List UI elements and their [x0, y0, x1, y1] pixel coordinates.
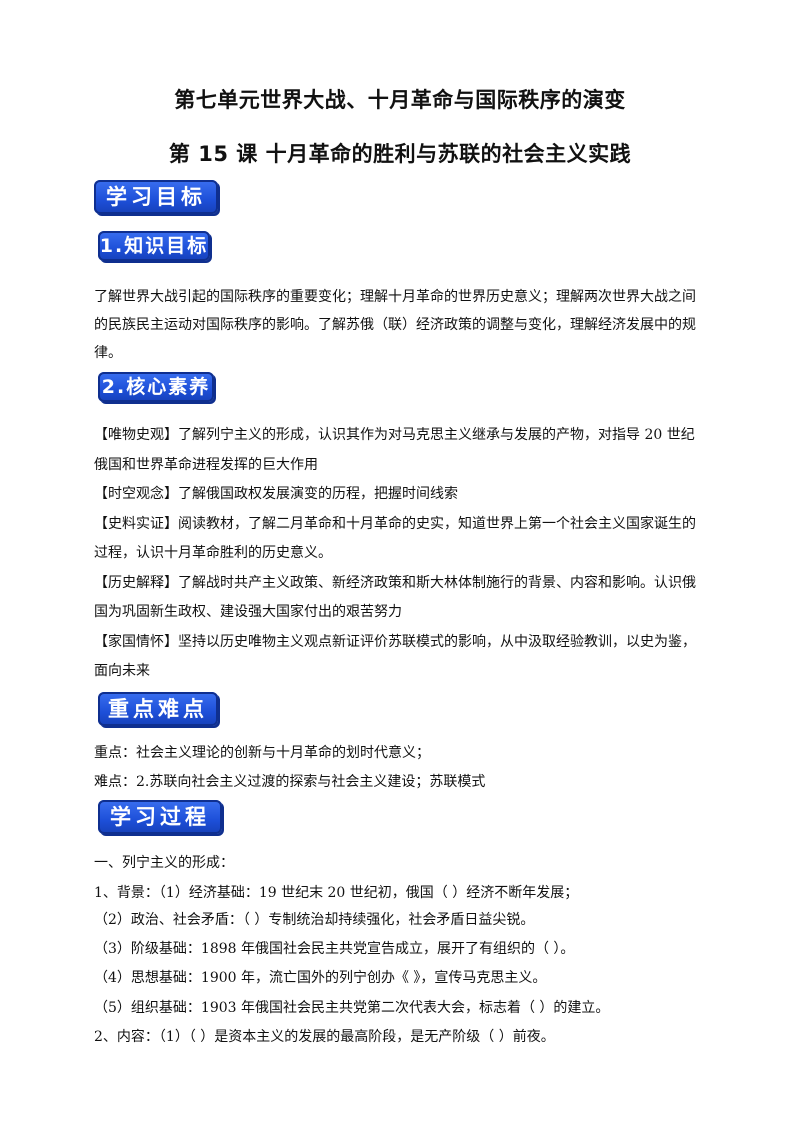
key-line: 难点：2.苏联向社会主义过渡的探索与社会主义建设；苏联模式 [94, 774, 486, 790]
process-line: 1、背景：（1）经济基础：19 世纪末 20 世纪初，俄国（ ）经济不断年发展； [94, 885, 579, 901]
knowledge-line: 了解世界大战引起的国际秩序的重要变化；理解十月革命的世界历史意义；理解两次世界大… [94, 289, 696, 305]
badge-core-literacy: 2.核心素养 [98, 372, 214, 402]
core-line: 国为巩固新生政权、建设强大国家付出的艰苦努力 [94, 604, 402, 620]
unit-title: 第七单元世界大战、十月革命与国际秩序的演变 [174, 88, 626, 112]
badge-knowledge-goals: 1.知识目标 [98, 231, 210, 261]
process-line: （5）组织基础：1903 年俄国社会民主共党第二次代表大会，标志着（ ）的建立。 [94, 1000, 610, 1016]
core-line: 【唯物史观】了解列宁主义的形成，认识其作为对马克思主义继承与发展的产物，对指导 … [94, 427, 695, 443]
lesson-title: 第 15 课 十月革命的胜利与苏联的社会主义实践 [168, 142, 632, 166]
process-line: （2）政治、社会矛盾：（ ）专制统治却持续强化，社会矛盾日益尖锐。 [94, 912, 535, 928]
core-line: 【历史解释】了解战时共产主义政策、新经济政策和斯大林体制施行的背景、内容和影响。… [94, 575, 696, 591]
core-line: 俄国和世界革命进程发挥的巨大作用 [94, 457, 318, 473]
process-line: （3）阶级基础：1898 年俄国社会民主共党宣告成立，展开了有组织的（ ）。 [94, 941, 575, 957]
badge-learning-goals: 学习目标 [94, 180, 218, 214]
core-line: 【时空观念】了解俄国政权发展演变的历程，把握时间线索 [94, 486, 458, 502]
core-line: 【史料实证】阅读教材，了解二月革命和十月革命的史实，知道世界上第一个社会主义国家… [94, 516, 696, 532]
core-line: 过程，认识十月革命胜利的历史意义。 [94, 545, 332, 561]
process-line: 一、列宁主义的形成： [94, 855, 234, 871]
key-line: 重点：社会主义理论的创新与十月革命的划时代意义； [94, 745, 430, 761]
badge-learning-process: 学习过程 [98, 800, 222, 834]
process-line: 2、内容：（1）（ ）是资本主义的发展的最高阶段，是无产阶级（ ）前夜。 [94, 1029, 555, 1045]
process-line: （4）思想基础：1900 年，流亡国外的列宁创办《 》，宣传马克思主义。 [94, 970, 547, 986]
badge-key-points: 重点难点 [98, 692, 218, 726]
knowledge-line: 律。 [94, 345, 122, 361]
knowledge-line: 的民族民主运动对国际秩序的影响。了解苏俄（联）经济政策的调整与变化，理解经济发展… [94, 317, 696, 333]
core-line: 【家国情怀】坚持以历史唯物主义观点新证评价苏联模式的影响，从中汲取经验教训，以史… [94, 634, 696, 650]
core-line: 面向未来 [94, 663, 150, 679]
